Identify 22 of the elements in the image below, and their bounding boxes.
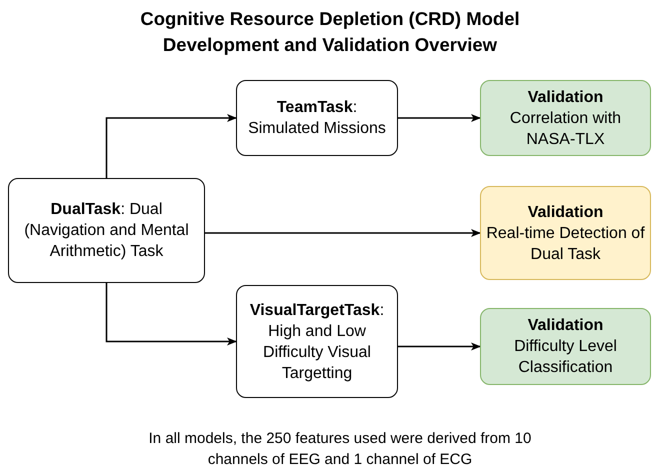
caption: In all models, the 250 features used were derived from 10 channels of EEG and 1 channel of ECG xyxy=(148,429,532,470)
arrow xyxy=(106,283,237,346)
task-box xyxy=(236,80,398,156)
box-heading: Validation xyxy=(528,202,604,222)
diagram-title: Cognitive Resource Depletion (CRD) Model Development and Validation Overview xyxy=(139,7,521,57)
arrow xyxy=(205,229,481,237)
box-heading: Validation xyxy=(528,88,604,108)
arrow xyxy=(106,114,237,178)
box-text: Correlation with NASA-TLX xyxy=(508,108,622,150)
validation-box xyxy=(480,80,651,156)
box-text: VisualTargetTask: High and Low Difficulty Visual Targetting xyxy=(248,300,386,384)
box-text: TeamTask: Simulated Missions xyxy=(247,98,387,139)
box-heading: Validation xyxy=(528,316,604,336)
task-box xyxy=(236,285,398,398)
box-text: DualTask: Dual (Navigation and Mental Arithmetic) Task xyxy=(23,200,190,262)
validation-box xyxy=(480,308,651,385)
box-text: Difficulty Level Classification xyxy=(513,337,618,378)
arrow xyxy=(398,342,481,350)
task-box xyxy=(8,178,205,283)
validation-box xyxy=(480,186,651,280)
box-text: Real-time Detection of Dual Task xyxy=(485,224,646,264)
arrow xyxy=(398,114,481,122)
